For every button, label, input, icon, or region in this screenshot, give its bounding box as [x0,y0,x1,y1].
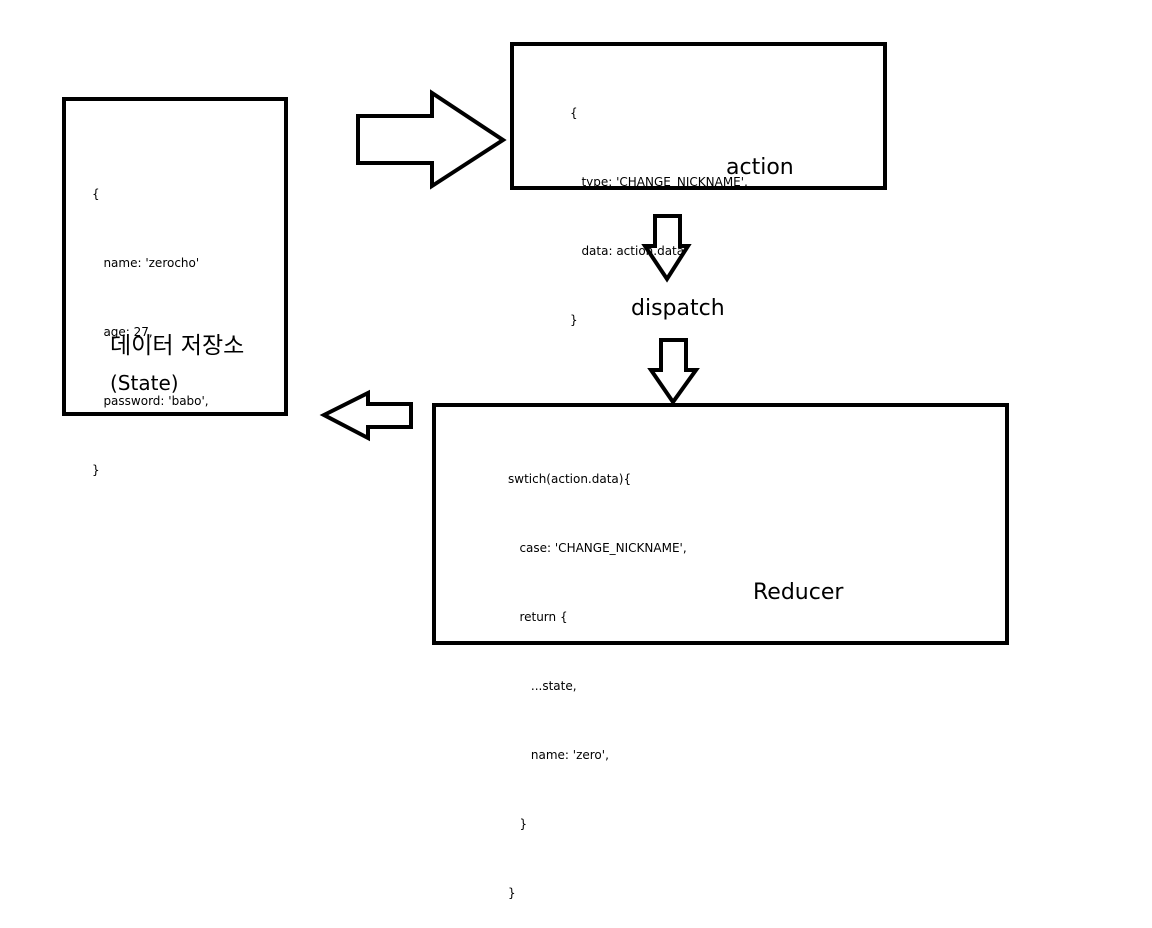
action-code-line: } [570,313,578,327]
state-title: 데이터 저장소 [110,333,245,359]
action-code-line: { [570,106,578,120]
reducer-code: swtich(action.data){ case: 'CHANGE_NICKN… [508,422,687,928]
action-code-line: type: 'CHANGE_NICKNAME', [570,175,748,189]
arrow-state-to-action-icon [356,89,507,190]
reducer-title: Reducer [753,580,844,605]
state-box [62,97,288,416]
state-code-line: password: 'babo', [92,394,209,408]
reducer-code-line: ...state, [508,679,577,693]
state-code-line: age: 27, [92,325,153,339]
reducer-code-line: } [508,817,528,831]
arrow-reducer-to-state-icon [319,389,413,442]
reducer-code-line: swtich(action.data){ [508,472,632,486]
state-subtitle: (State) [110,371,179,395]
state-code-line: } [92,463,100,477]
dispatch-label: dispatch [631,296,725,321]
action-code-line: data: action.data [570,244,685,258]
arrow-dispatch-to-reducer-icon [647,338,700,406]
reducer-code-line: return { [508,610,568,624]
state-code-line: { [92,187,100,201]
reducer-code-line: } [508,886,516,900]
action-title: action [726,155,794,180]
reducer-box [432,403,1009,645]
action-box [510,42,887,190]
reducer-code-line: case: 'CHANGE_NICKNAME', [508,541,687,555]
arrow-action-to-dispatch-icon [641,214,692,283]
state-code: { name: 'zerocho' age: 27, password: 'ba… [92,137,209,505]
state-code-line: name: 'zerocho' [92,256,200,270]
action-code: { type: 'CHANGE_NICKNAME', data: action.… [570,56,748,355]
reducer-code-line: name: 'zero', [508,748,609,762]
flow-arrows [319,89,700,442]
